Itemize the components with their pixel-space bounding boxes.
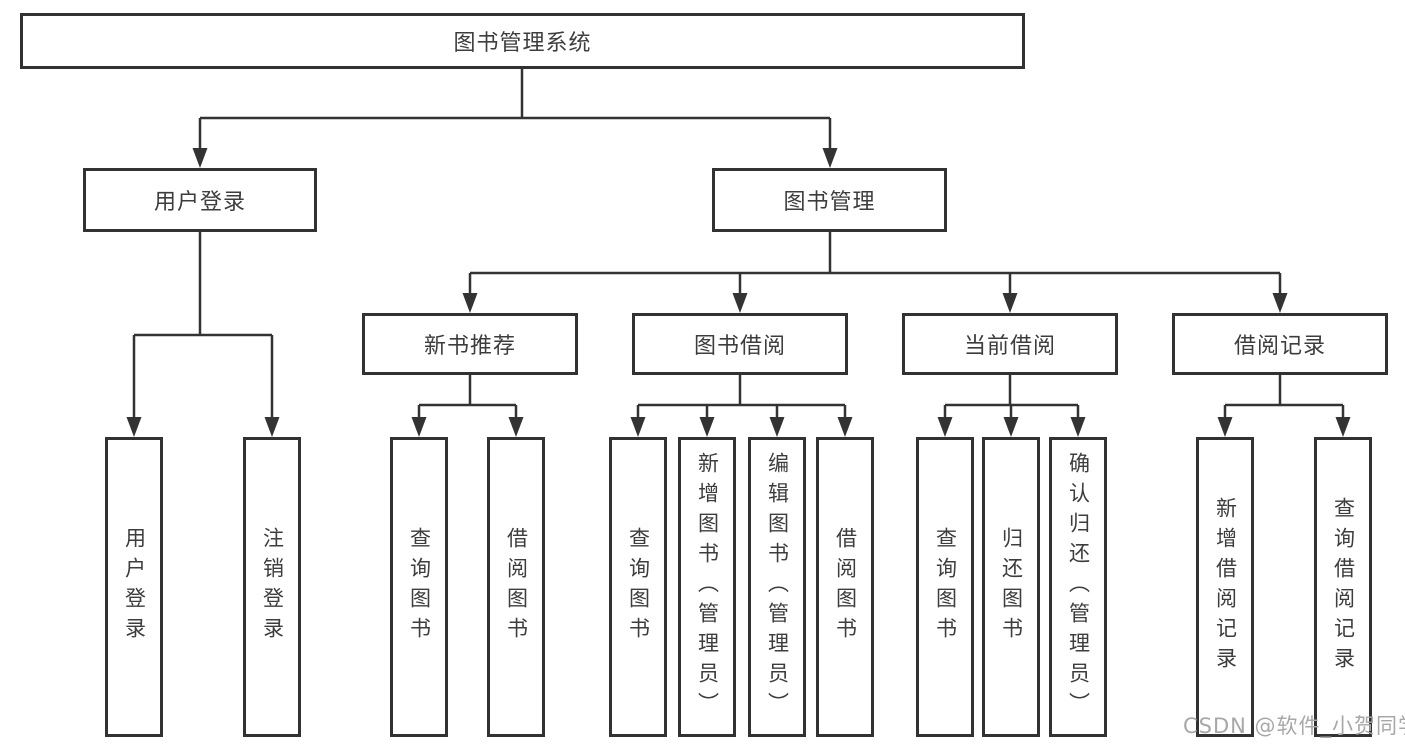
node-label: 确认归还（管理员） (1066, 452, 1091, 722)
node-label: 新增图书（管理员） (695, 452, 720, 722)
leaf-logout: 注销登录 (243, 437, 301, 737)
node-book-borrow: 图书借阅 (632, 313, 848, 375)
node-label: 用户登录 (122, 527, 147, 647)
node-label: 编辑图书（管理员） (765, 452, 790, 722)
node-label: 查询图书 (407, 527, 432, 647)
leaf-add-books-admin: 新增图书（管理员） (678, 437, 736, 737)
node-new-book-recommend: 新书推荐 (362, 313, 578, 375)
node-label: 图书管理 (783, 190, 876, 215)
node-label: 当前借阅 (963, 334, 1056, 359)
node-label: 查询图书 (626, 527, 651, 647)
node-user-login: 用户登录 (83, 168, 317, 232)
node-label: 查询借阅记录 (1331, 497, 1356, 677)
node-borrow-records: 借阅记录 (1172, 313, 1388, 375)
node-label: 借阅记录 (1233, 334, 1326, 359)
csdn-watermark: CSDN @软件_小贺同学 (1183, 714, 1405, 738)
node-label: 归还图书 (999, 527, 1024, 647)
leaf-query-books-borrow: 查询图书 (609, 437, 667, 737)
leaf-user-login: 用户登录 (105, 437, 163, 737)
leaf-edit-books-admin: 编辑图书（管理员） (748, 437, 806, 737)
node-current-borrow: 当前借阅 (902, 313, 1118, 375)
leaf-borrow-books-newbook: 借阅图书 (487, 437, 545, 737)
node-book-management: 图书管理 (712, 168, 947, 232)
leaf-query-books-newbook: 查询图书 (390, 437, 448, 737)
leaf-borrow-books: 借阅图书 (816, 437, 874, 737)
node-label: 用户登录 (153, 190, 246, 215)
node-library-management-system: 图书管理系统 (20, 13, 1025, 69)
node-label: 查询图书 (933, 527, 958, 647)
leaf-confirm-return-admin: 确认归还（管理员） (1049, 437, 1107, 737)
leaf-query-borrow-record: 查询借阅记录 (1314, 437, 1372, 737)
node-label: 图书管理系统 (453, 31, 592, 56)
node-label: 借阅图书 (833, 527, 858, 647)
node-label: 新增借阅记录 (1213, 497, 1238, 677)
node-label: 注销登录 (260, 527, 285, 647)
arrowheads (126, 148, 1351, 437)
node-label: 新书推荐 (423, 334, 516, 359)
node-label: 借阅图书 (504, 527, 529, 647)
node-label: 图书借阅 (693, 334, 786, 359)
leaf-return-books: 归还图书 (982, 437, 1040, 737)
leaf-add-borrow-record: 新增借阅记录 (1196, 437, 1254, 737)
leaf-query-books-current: 查询图书 (916, 437, 974, 737)
